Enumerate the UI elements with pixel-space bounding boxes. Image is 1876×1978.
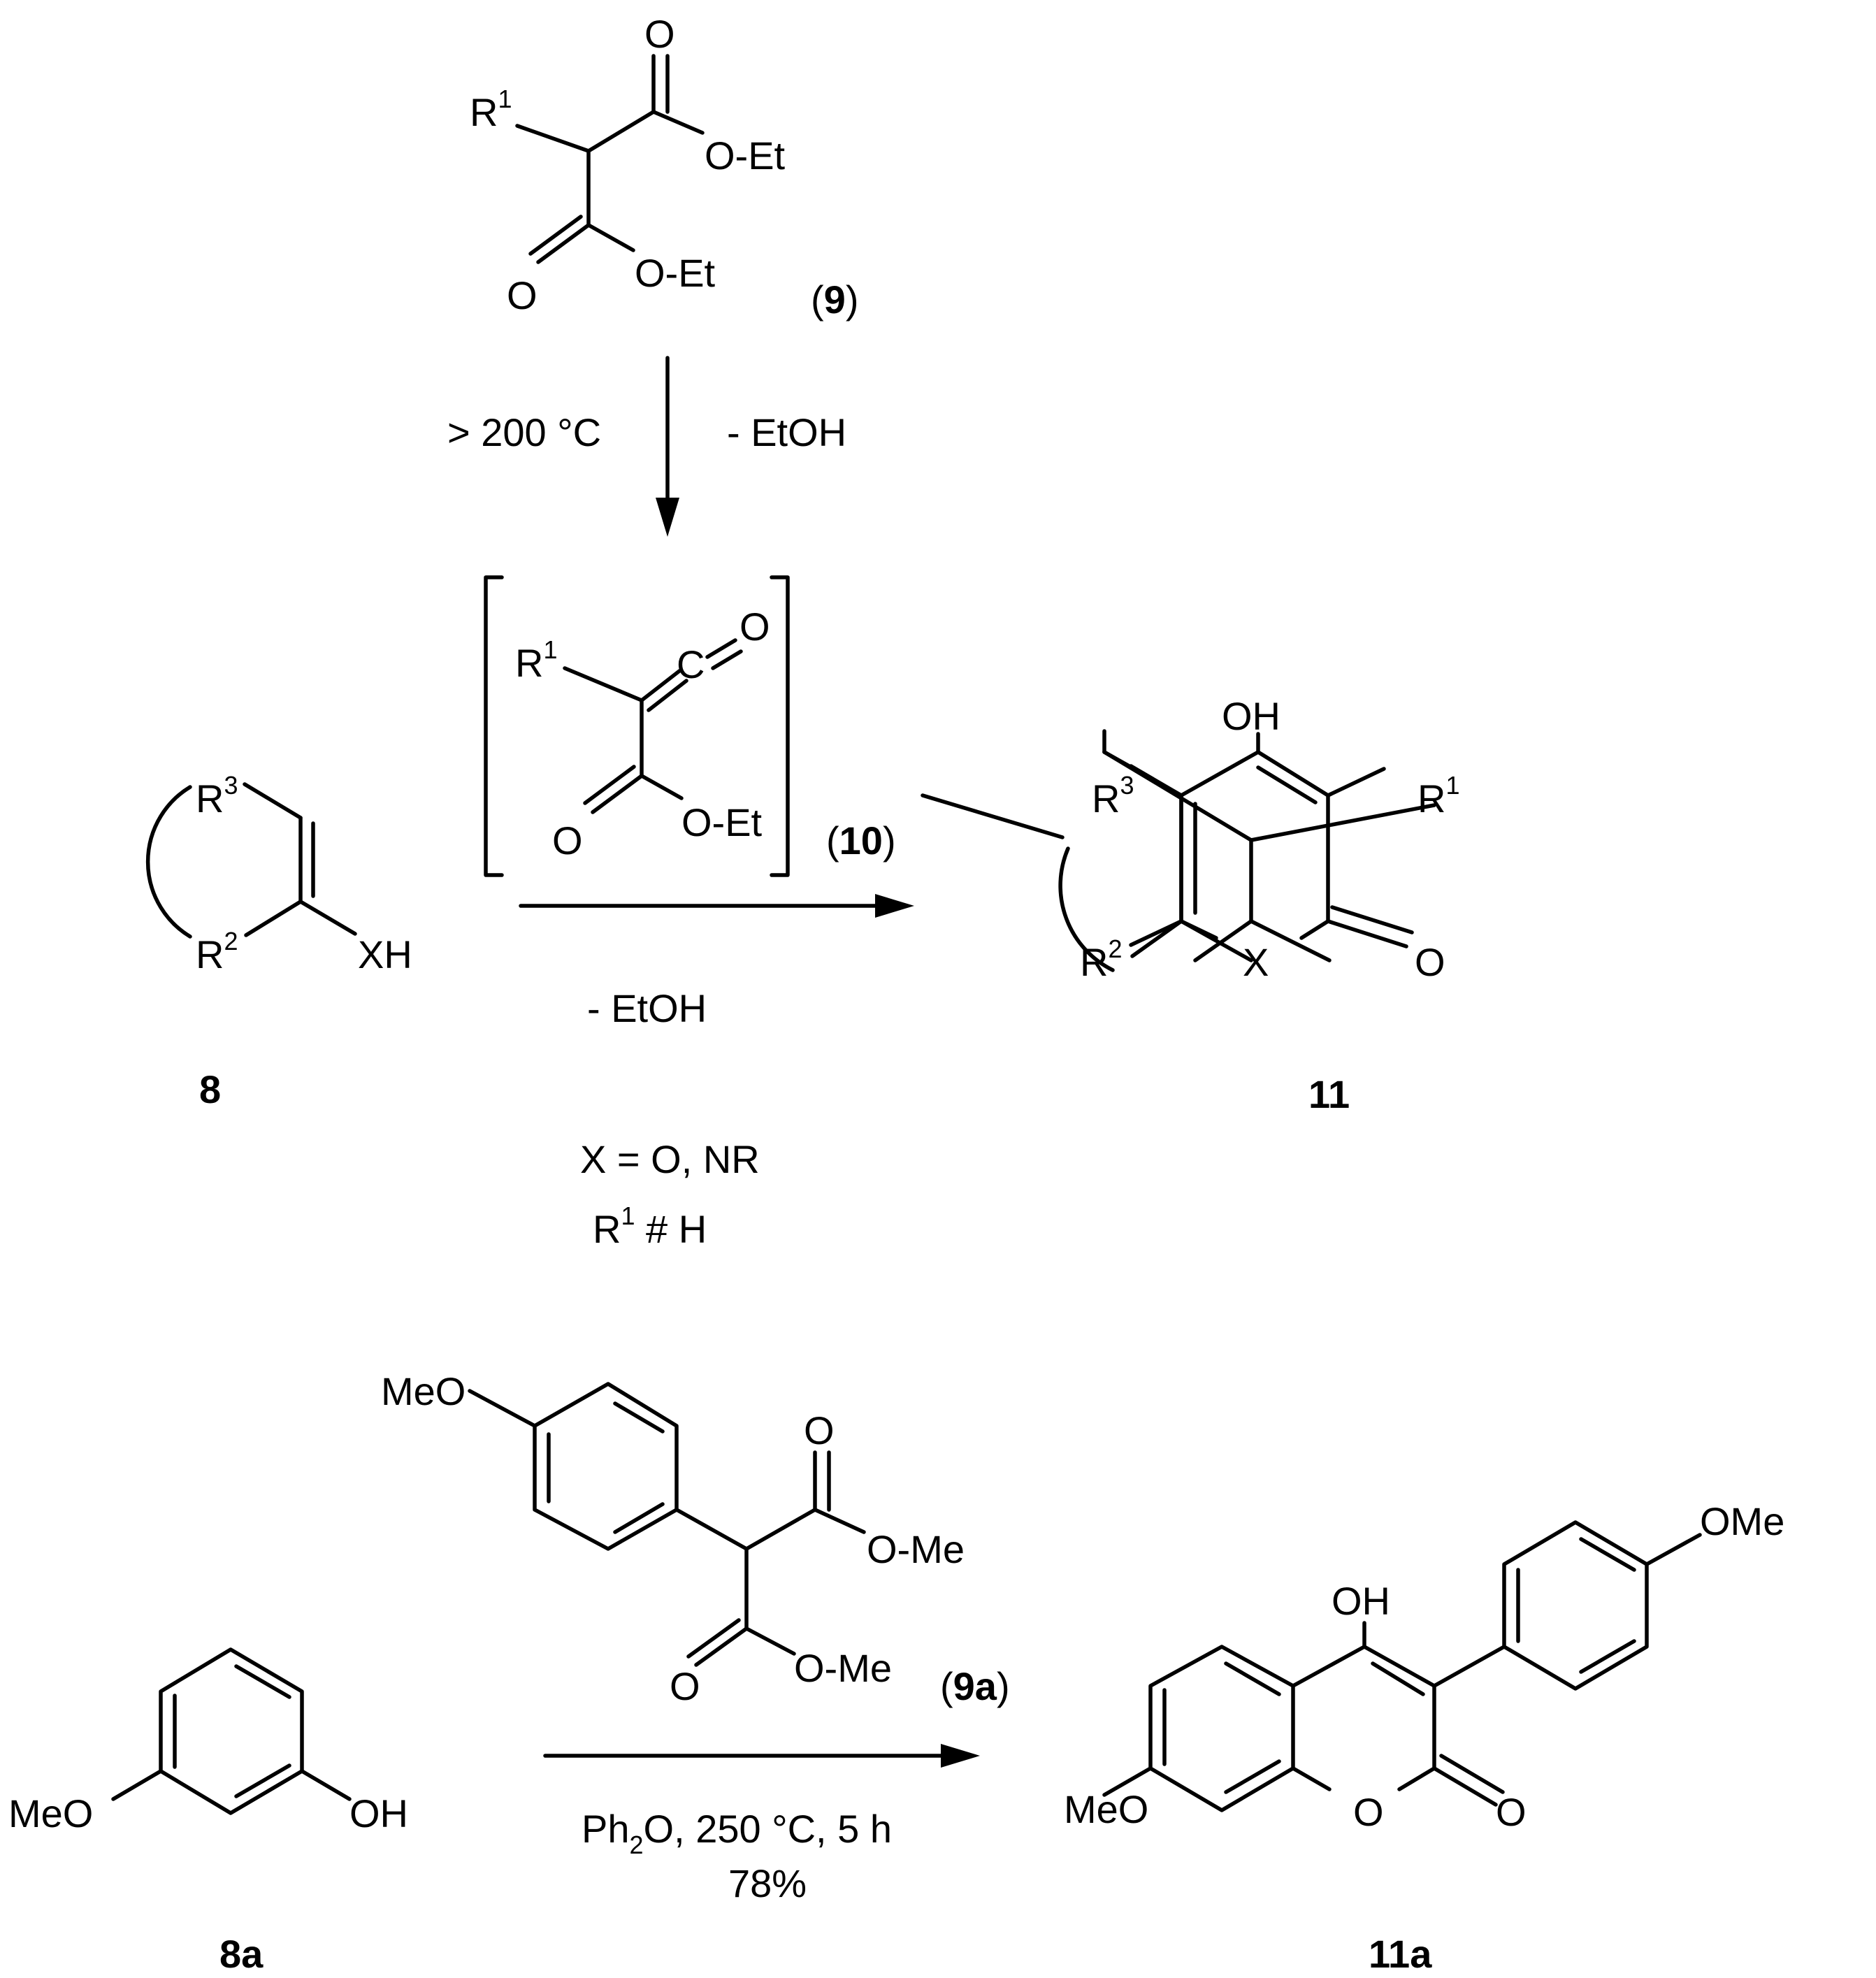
intermediate-10-carbonyl-o: O (552, 818, 583, 862)
reagent-9: R1 O O-Et O O-Et (9) (470, 12, 858, 322)
intermediate-10-bonds (563, 638, 743, 814)
reagent-9-ester-top: O-Et (705, 133, 786, 178)
product-11: OH R1 R3 R2 X O 11 (921, 694, 1459, 1116)
reactant-8a: MeO OH 8a (8, 1647, 408, 1976)
intermediate-10: R1 C O O O-Et (10) (484, 575, 896, 877)
product-11-bonds (921, 729, 1436, 962)
reagent-9-label: (9) (811, 277, 858, 322)
product-11-r2: R2 (1080, 934, 1122, 984)
reagent-9-carbonyl-o-top: O (644, 12, 675, 56)
product-11a-ring-o: O (1353, 1790, 1384, 1834)
reagent-9a-label: (9a) (940, 1664, 1010, 1708)
scheme-2-yield: 78% (728, 1861, 807, 1905)
step-2-arrow (519, 894, 914, 918)
product-11a-methoxy-left: MeO (1064, 1787, 1148, 1831)
reactant-8-r3: R3 (196, 771, 238, 821)
intermediate-10-r1: R1 (515, 635, 557, 685)
product-11a: OH OMe MeO O O 11a (1064, 1499, 1784, 1976)
product-11-r3: R3 (1092, 771, 1134, 821)
step-1-arrow (656, 356, 679, 537)
reagent-9a-carbonyl-o-bottom: O (670, 1664, 700, 1708)
product-11-carbonyl-o: O (1415, 940, 1445, 984)
product-11a-bonds (1102, 1520, 1702, 1812)
product-11a-hydroxy: OH (1332, 1579, 1390, 1623)
reagent-9a-carbonyl-o-top: O (804, 1408, 835, 1452)
product-11-r1: R1 (1417, 771, 1459, 821)
product-11-x: X (1243, 940, 1269, 984)
reagent-9-ester-bottom: O-Et (635, 251, 716, 295)
intermediate-10-brackets (484, 575, 790, 877)
scheme-2-conditions: Ph2O, 250 °C, 5 h (582, 1807, 892, 1859)
step-1-condition-temperature: > 200 °C (447, 410, 601, 454)
product-11a-carbonyl-o: O (1496, 1790, 1527, 1834)
product-11a-label: 11a (1369, 1932, 1432, 1976)
reactant-8-label: 8 (199, 1067, 221, 1111)
reagent-9a-ester-top: O-Me (867, 1527, 965, 1571)
step-2-note-r1: R1 # H (593, 1201, 707, 1251)
reactant-8a-methoxy: MeO (8, 1791, 93, 1835)
step-2-note-x: X = O, NR (580, 1137, 760, 1181)
reactant-8a-bonds (111, 1647, 352, 1815)
intermediate-10-ester: O-Et (681, 800, 763, 844)
reagent-9-bonds (515, 54, 705, 264)
reactant-8a-label: 8a (219, 1932, 264, 1976)
reagent-9-carbonyl-o-bottom: O (507, 273, 537, 317)
step-2-byproduct: - EtOH (587, 986, 707, 1030)
product-11a-methoxy-right: OMe (1700, 1499, 1784, 1543)
reagent-9a: MeO O O-Me O O-Me (9a) (381, 1369, 1010, 1708)
step-1-condition-byproduct: - EtOH (727, 410, 846, 454)
reagent-9-r1: R1 (470, 85, 512, 134)
reactant-8a-hydroxy: OH (349, 1791, 408, 1835)
product-11-ring (1058, 732, 1414, 972)
reactant-8-xh: XH (358, 932, 412, 976)
intermediate-10-label: (10) (826, 818, 896, 862)
intermediate-10-ketene-o: O (739, 605, 770, 649)
reactant-8: R3 R2 XH 8 (145, 771, 412, 1111)
scheme-2-arrow (543, 1744, 980, 1768)
intermediate-10-ketene-c: C (677, 642, 705, 686)
reactant-8-bonds (145, 782, 357, 939)
reactant-8-r2: R2 (196, 927, 238, 976)
reagent-9a-bonds (468, 1382, 866, 1667)
reagent-9a-methoxy: MeO (381, 1369, 466, 1413)
reagent-9a-ester-bottom: O-Me (794, 1646, 892, 1690)
product-11-label: 11 (1308, 1072, 1350, 1116)
product-11-oh: OH (1222, 694, 1280, 738)
